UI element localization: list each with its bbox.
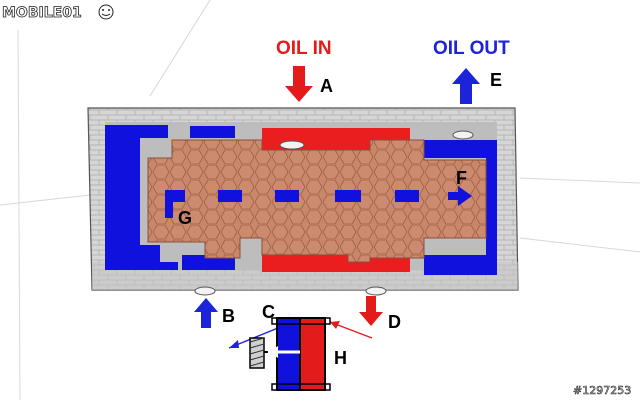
bypass-valve bbox=[249, 317, 331, 391]
label-b: B bbox=[222, 306, 235, 326]
oil-in-label: OIL IN bbox=[276, 38, 332, 59]
watermarks: MOBILE01 #1297253 bbox=[2, 4, 632, 397]
label-g: G bbox=[178, 208, 192, 228]
oil-out-label: OIL OUT bbox=[433, 38, 510, 59]
ports bbox=[194, 130, 474, 296]
center-flow-dashes bbox=[165, 186, 472, 218]
label-f: F bbox=[456, 168, 467, 188]
label-h: H bbox=[334, 348, 347, 368]
filter-element bbox=[147, 139, 487, 263]
brand-watermark: MOBILE01 bbox=[2, 5, 82, 21]
label-a: A bbox=[320, 76, 333, 96]
label-e: E bbox=[490, 70, 502, 90]
brand-smiley-icon bbox=[98, 4, 114, 20]
diagram-labels: OIL IN OIL OUT A E F G B C D H bbox=[178, 38, 510, 368]
flow-arrows bbox=[194, 66, 480, 328]
arrow-b bbox=[194, 298, 218, 328]
pointer-lines bbox=[228, 321, 373, 349]
photo-id-watermark: #1297253 bbox=[573, 384, 631, 397]
blue-channels bbox=[105, 125, 497, 275]
label-c: C bbox=[262, 302, 275, 322]
oil-out-arrow bbox=[452, 68, 480, 104]
label-d: D bbox=[388, 312, 401, 332]
arrow-d bbox=[359, 296, 383, 326]
oil-in-arrow bbox=[285, 66, 313, 102]
